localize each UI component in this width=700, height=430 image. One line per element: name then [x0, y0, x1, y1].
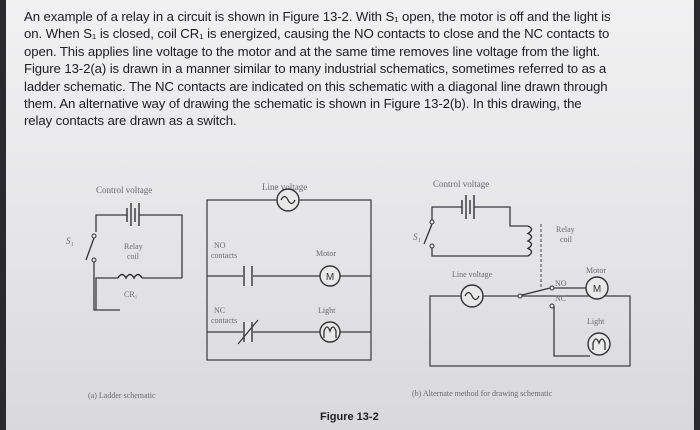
control-wire [93, 262, 120, 311]
light-wire [553, 306, 590, 357]
relay-coil-label: Relay [124, 242, 143, 251]
ladder-schematic: Control voltage S₁ Relay coil CR₁ Line v… [66, 182, 372, 400]
light-label: Light [587, 317, 605, 326]
control-voltage-label: Control voltage [433, 179, 489, 189]
line-circuit-frame [429, 295, 631, 367]
subcaption-b: (b) Alternate method for drawing schemat… [412, 389, 553, 398]
paragraph-line: ladder schematic. The NC contacts are in… [24, 78, 608, 94]
light-bulb-symbol [319, 321, 341, 343]
paragraph-line: An example of a relay in a circuit is sh… [24, 9, 611, 24]
battery-symbol [461, 195, 475, 219]
control-wire [431, 206, 462, 220]
ladder-rails [206, 199, 372, 361]
control-wire [95, 277, 118, 310]
relay-coil-label: coil [127, 252, 140, 261]
light-bulb-symbol [587, 332, 611, 356]
motor-m: M [326, 272, 334, 283]
motor-label: Motor [316, 249, 336, 258]
nc-contacts-symbol [237, 319, 259, 345]
motor-symbol: M [585, 276, 609, 300]
control-wire [95, 214, 127, 232]
control-wire [431, 248, 528, 257]
line-voltage-label: Line voltage [262, 182, 307, 192]
relay-coil-symbol [117, 273, 143, 280]
nc-label: NC [555, 294, 566, 303]
figure-13-2: Control voltage S₁ Relay coil CR₁ Line v… [66, 179, 631, 423]
relay-switch-contacts [517, 285, 555, 309]
switch-label: S₁ [66, 236, 74, 246]
nc-contacts-label: NC [214, 306, 225, 315]
switch-label: S₁ [413, 232, 421, 242]
paragraph-line: them. An alternative way of drawing the … [24, 96, 582, 112]
line-voltage-label: Line voltage [452, 270, 493, 279]
nc-contacts-label: contacts [211, 316, 237, 325]
switch-s1-symbol [85, 233, 97, 263]
coil-name-label: CR₁ [124, 290, 138, 299]
textbook-page: An example of a relay in a circuit is sh… [6, 0, 694, 430]
no-contacts-symbol [243, 266, 253, 286]
motor-m: M [593, 284, 601, 295]
switch-s1-symbol [423, 219, 435, 249]
alternate-schematic: Control voltage S₁ Relay coil Line volta… [412, 179, 631, 398]
subcaption-a: (a) Ladder schematic [88, 391, 156, 400]
no-label: NO [555, 279, 567, 288]
paragraph-line: open. This applies line voltage to the m… [24, 43, 600, 59]
control-wire [139, 214, 183, 278]
control-wire [474, 206, 528, 227]
light-label: Light [318, 306, 336, 315]
relay-coil-label: Relay [556, 225, 575, 234]
paragraph-line: on. When S₁ is closed, coil CR₁ is energ… [24, 26, 610, 42]
figure-caption: Figure 13-2 [320, 411, 379, 423]
control-voltage-label: Control voltage [96, 185, 152, 195]
no-contacts-label: contacts [211, 251, 237, 260]
relay-coil-label: coil [560, 235, 573, 244]
battery-symbol [126, 203, 140, 226]
motor-label: Motor [586, 266, 606, 275]
paragraph-line: Figure 13-2(a) is drawn in a manner simi… [24, 61, 607, 77]
motor-symbol: M [319, 265, 341, 287]
ac-source-symbol [276, 188, 300, 212]
relay-coil-symbol [526, 224, 542, 288]
ac-source-symbol [460, 284, 484, 308]
body-paragraph: An example of a relay in a circuit is sh… [24, 8, 684, 130]
no-contacts-label: NO [214, 241, 226, 250]
paragraph-line: relay contacts are drawn as a switch. [24, 113, 237, 129]
